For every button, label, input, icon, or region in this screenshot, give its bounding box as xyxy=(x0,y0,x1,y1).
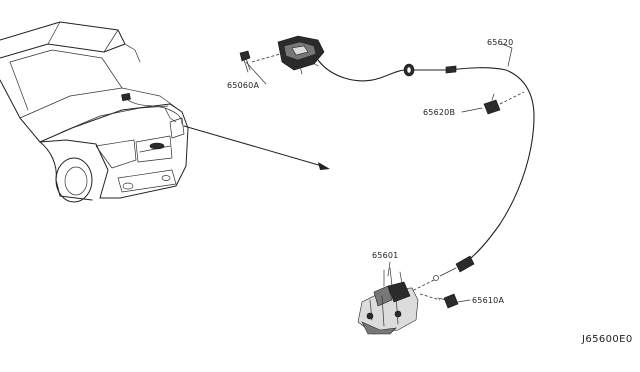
diagram-code: J65600E0 xyxy=(581,334,633,345)
hood-lock-control-handle xyxy=(239,35,325,75)
label-65620B: 65620B xyxy=(423,108,455,117)
label-65610A: 65610A xyxy=(472,296,504,305)
cable-clip xyxy=(483,91,525,115)
label-65060A: 65060A xyxy=(227,81,259,90)
label-65601: 65601 xyxy=(372,251,398,260)
hood-lock-bolt xyxy=(419,293,459,309)
direction-arrow xyxy=(183,125,330,170)
hood-lock-assembly xyxy=(357,267,419,335)
leader-lines xyxy=(245,43,513,303)
vehicle-front-illustration xyxy=(0,21,189,203)
label-65620: 65620 xyxy=(487,38,513,47)
hood-lock-cable xyxy=(317,59,535,293)
